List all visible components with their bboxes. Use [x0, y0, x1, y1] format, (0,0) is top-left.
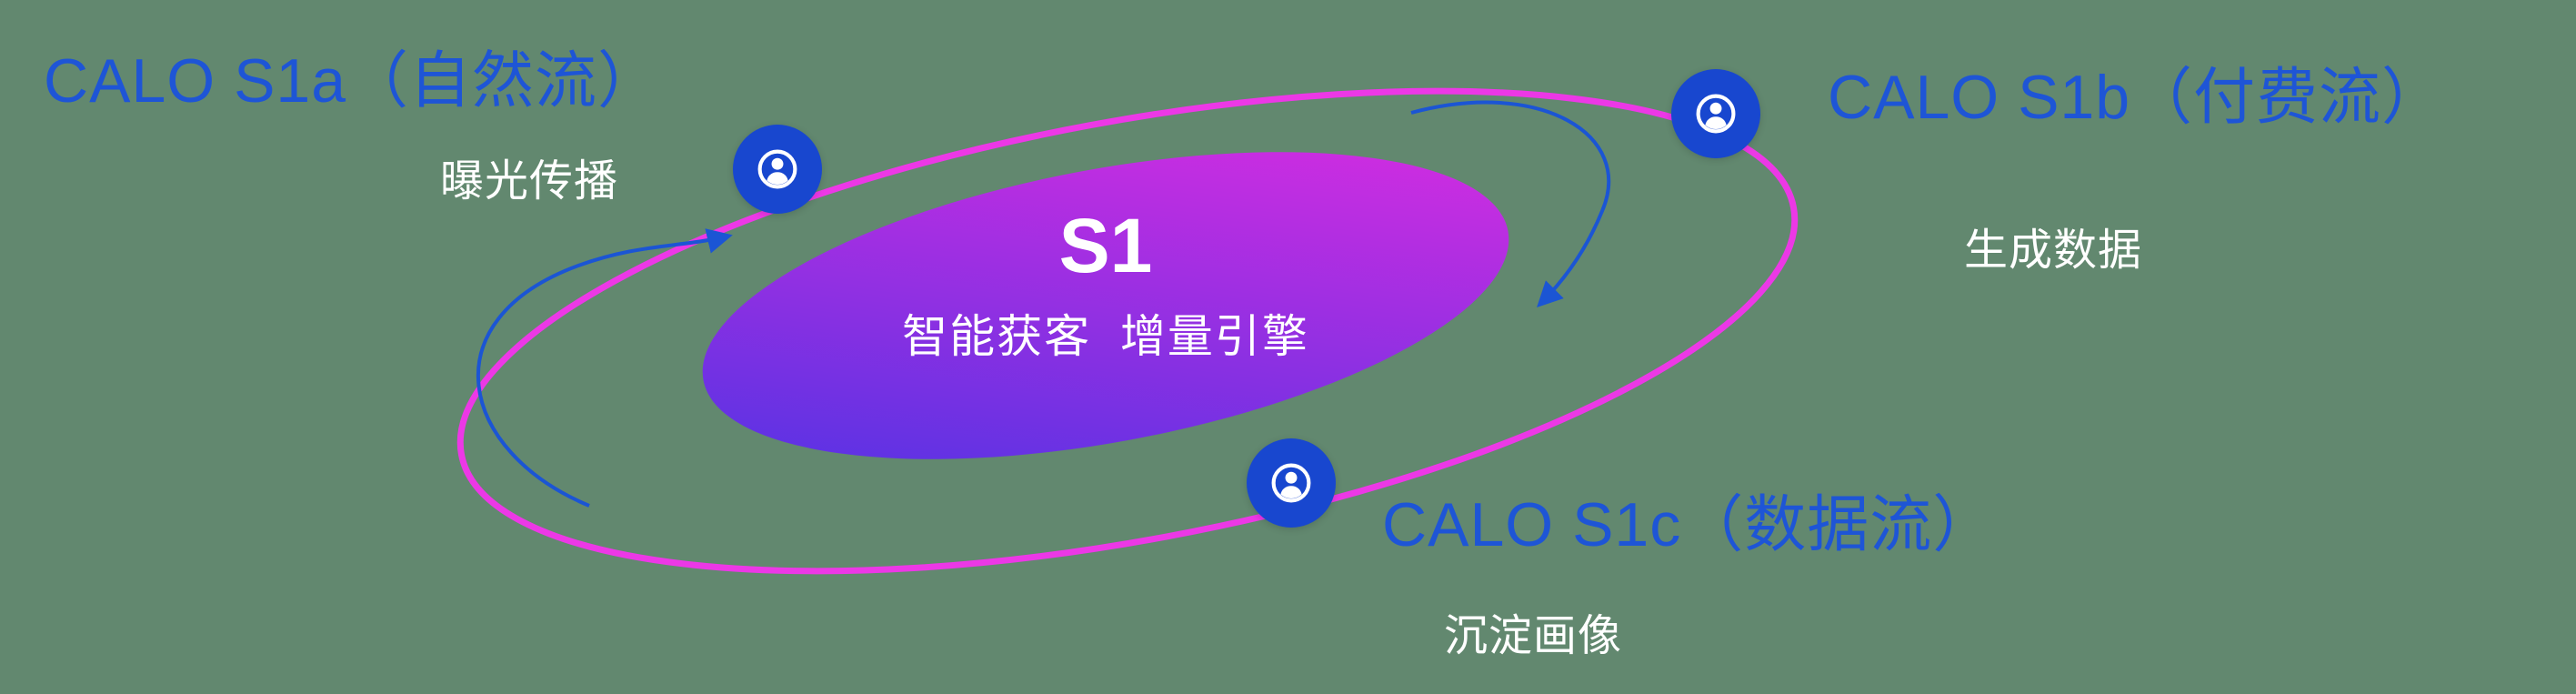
label-s1b: CALO S1b（付费流） [1828, 63, 2445, 132]
user-circle-icon [1696, 94, 1736, 134]
core-title: S1 [1058, 203, 1153, 288]
core-subtitle: 智能获客 增量引擎 [902, 311, 1309, 363]
subtitle-s1b: 生成数据 [1964, 226, 2143, 275]
node-s1c [1247, 438, 1336, 528]
subtitle-s1c: 沉淀画像 [1444, 612, 1623, 660]
core-text-block: S1 智能获客 增量引擎 [833, 206, 1378, 366]
node-s1b [1671, 69, 1760, 158]
label-s1c: CALO S1c（数据流） [1382, 490, 1996, 559]
user-circle-icon [1271, 463, 1311, 503]
label-s1a: CALO S1a（自然流） [44, 46, 661, 116]
subtitle-s1a: 曝光传播 [440, 157, 619, 206]
flow-arrow-left [476, 228, 733, 508]
orbit-ring [456, 87, 1799, 575]
user-circle-icon [757, 149, 797, 189]
core-ellipse [702, 152, 1509, 459]
node-s1a [733, 125, 822, 214]
flow-arrow-right [1410, 100, 1610, 307]
